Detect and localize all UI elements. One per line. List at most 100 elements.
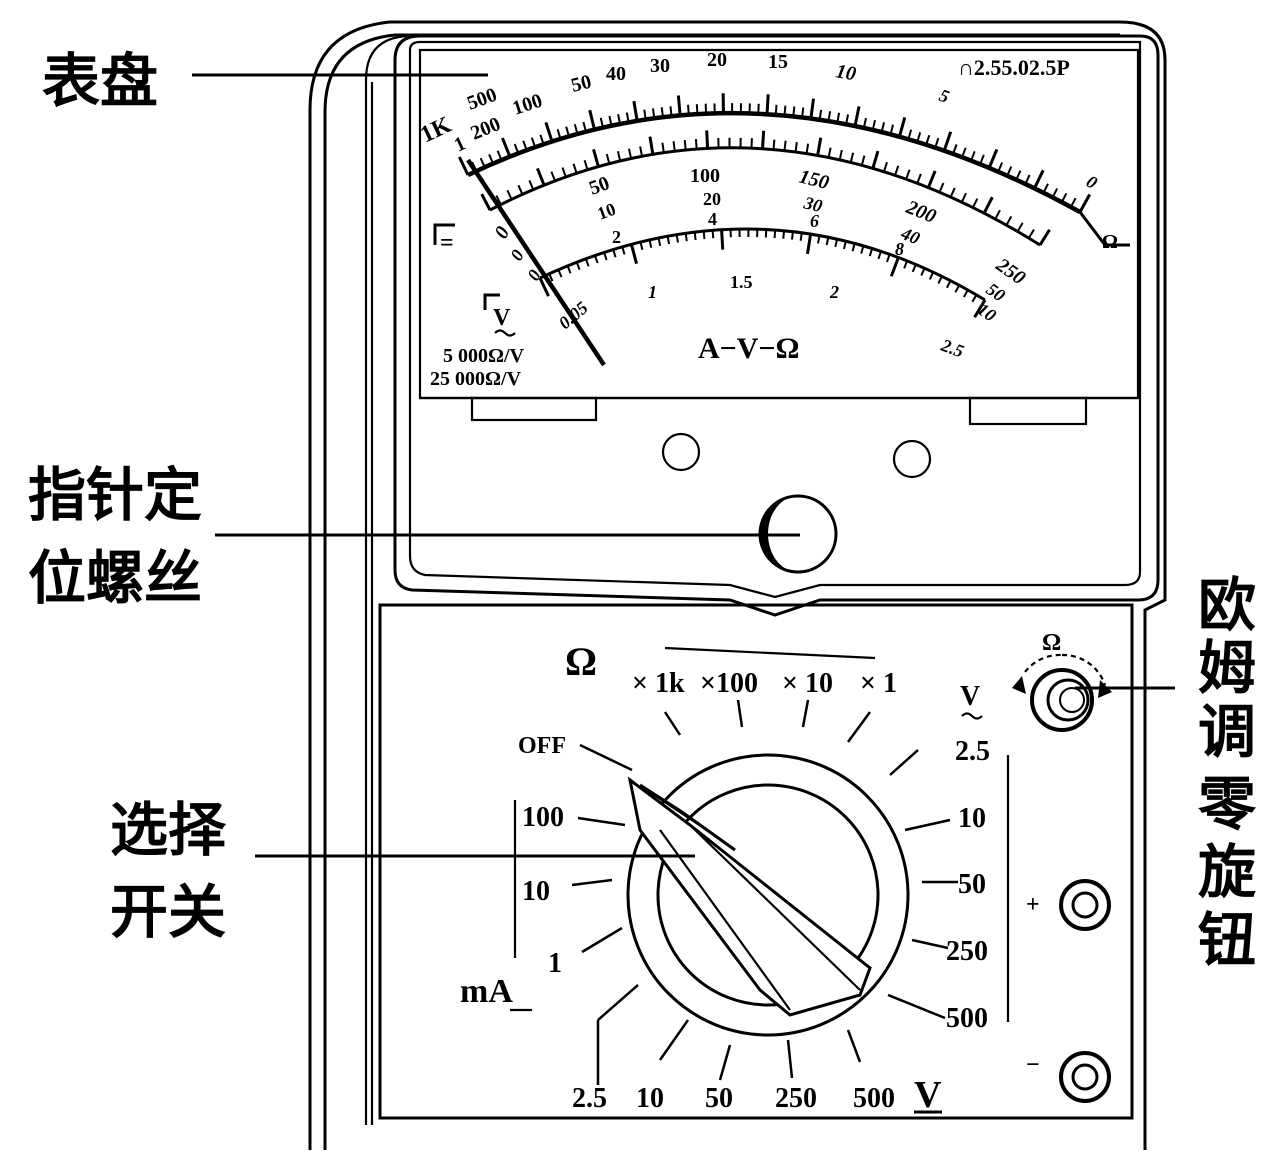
scale-tick [960, 192, 967, 203]
scale-tick [538, 277, 550, 297]
dc-label-50: 50 [586, 172, 612, 200]
acv-range-50: 50 [958, 869, 986, 900]
dial-screw-hole-left [661, 432, 701, 472]
scale-tick [905, 169, 911, 180]
scale-tick [683, 139, 687, 151]
selector-tick [658, 1019, 690, 1061]
dc-label-10: 10 [595, 199, 619, 224]
callout-zero-screw-1: 指针定 [28, 461, 202, 529]
scale-tick [860, 245, 865, 254]
scale-tick [942, 131, 953, 152]
ac-bracket [483, 293, 500, 310]
scale-tick [772, 139, 776, 150]
selector-tick [577, 816, 626, 827]
scale-tick [522, 140, 528, 151]
scale-tick [889, 256, 900, 277]
scale-tick [621, 246, 626, 255]
scale-tick [886, 253, 891, 263]
scale-tick [997, 162, 1004, 173]
scale-tick [836, 112, 841, 123]
selector-tick [846, 711, 872, 743]
scale-tick [608, 115, 613, 126]
scale-tick [816, 137, 823, 156]
ohm-label-1: 1 [451, 132, 469, 156]
acv-unit: V [960, 681, 980, 712]
selector-switch[interactable] [626, 753, 910, 1037]
scale-tick [496, 150, 503, 161]
scale-tick [661, 142, 665, 153]
scale-tick [894, 165, 900, 176]
callout-knob-1: 欧 [1198, 571, 1256, 639]
scale-tick [973, 299, 987, 318]
scale-tick [599, 117, 604, 128]
scale-tick [782, 230, 786, 239]
scale-tick [1078, 193, 1091, 213]
scale-tick [592, 148, 600, 168]
callout-selector-1: 选择 [110, 796, 227, 864]
scale-tick [934, 137, 940, 148]
callout-knob-6: 钮 [1198, 906, 1256, 974]
scale-tick [643, 109, 647, 120]
ohm-label-30: 30 [650, 55, 670, 77]
scale-tick [687, 104, 690, 115]
scale-tick [979, 154, 985, 165]
ohm-label-5: 5 [937, 85, 952, 107]
scale-tick [603, 252, 608, 261]
scale-tick [1027, 229, 1035, 239]
scale-tick [954, 284, 961, 293]
dcv-range-10: 10 [636, 1083, 664, 1114]
scale-tick [801, 107, 805, 118]
scale-tick [575, 261, 581, 271]
ohm-label-40: 40 [606, 63, 626, 85]
scale-tick [657, 237, 662, 246]
scale-tick [849, 152, 855, 163]
dcv-range-2-5: 2.5 [572, 1083, 607, 1114]
ohm-label-50: 50 [569, 71, 594, 97]
scale-tick [632, 100, 639, 122]
dcv-unit: V [914, 1074, 942, 1116]
scale-tick [479, 157, 486, 168]
dc-label-100: 100 [690, 165, 720, 187]
scale-tick [911, 264, 917, 273]
left-slot [470, 396, 598, 422]
ohm-label-15: 15 [768, 51, 788, 73]
pointer-needle [466, 158, 606, 367]
scale-tick [1042, 183, 1049, 194]
selector-tick [846, 1029, 862, 1063]
selector-tick [889, 749, 919, 776]
selector-tick [736, 699, 744, 728]
scale-tick [961, 147, 967, 158]
callouts: 表盘 指针定 位螺丝 选择 开关 欧 姆 调 零 旋 钮 [28, 47, 1257, 974]
scale-tick [648, 136, 655, 155]
ohm-label-100: 100 [510, 90, 545, 120]
scale-tick [963, 289, 969, 298]
selector-ohm-header: Ω [565, 639, 597, 684]
dc-bracket [433, 223, 455, 245]
scale-tick [925, 134, 931, 146]
scale-tick [702, 230, 706, 240]
terminal-plus[interactable]: + [1026, 879, 1111, 931]
ohm-label-0: 0 [1083, 171, 1101, 193]
scale-tick [907, 129, 913, 140]
dc-label-150: 150 [797, 166, 831, 195]
ohm-range-10: × 10 [782, 668, 833, 699]
selector-tick [718, 1044, 732, 1081]
scale-tick [799, 232, 803, 241]
dc-label-4: 4 [708, 209, 717, 229]
scale-tick [916, 132, 922, 143]
selector-ticks [571, 699, 958, 1085]
dc-label-2: 2 [612, 227, 621, 247]
scale-tick [1005, 215, 1013, 226]
terminal-minus[interactable]: − [1026, 1051, 1111, 1103]
scale-tick [1024, 174, 1031, 185]
scale-tick [774, 104, 778, 115]
scale-ticks [458, 93, 1091, 318]
dial-screw-hole-right [892, 439, 932, 479]
scale-tick [1038, 228, 1051, 246]
selector-tick [786, 1039, 794, 1079]
scale-tick [773, 229, 777, 239]
scale-tick [639, 146, 643, 157]
scale-tick [783, 105, 787, 116]
selector-tick [801, 699, 810, 728]
ohm-adjust-knob[interactable]: Ω [1012, 630, 1112, 732]
